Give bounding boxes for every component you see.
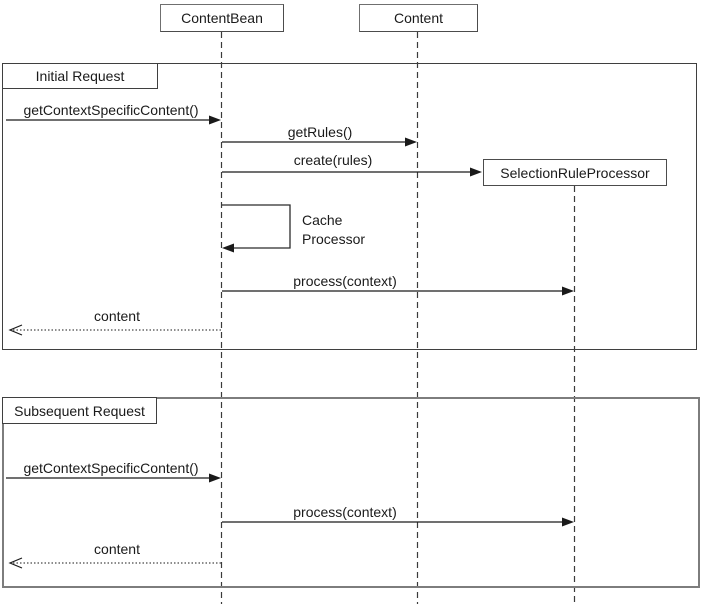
arrowhead-getcontextspecificcontent-1 xyxy=(209,115,221,125)
message-label-cache-processor: Cache Processor xyxy=(302,212,366,247)
arrowhead-process-context-1 xyxy=(562,286,574,296)
message-label-process-context-2: process(context) xyxy=(293,504,397,520)
frame-label-subsequent-request-text: Subsequent Request xyxy=(14,402,145,419)
return-arrowhead-content-2 xyxy=(8,557,23,569)
message-label-content-1: content xyxy=(94,308,140,324)
actor-label-content: Content xyxy=(393,10,444,26)
frame-label-initial-request-text: Initial Request xyxy=(35,68,125,84)
message-label-create-rules: create(rules) xyxy=(293,152,373,168)
frame-label-initial-request: Initial Request xyxy=(2,63,158,89)
actor-label-contentbean: ContentBean xyxy=(181,10,263,26)
message-label-content-2: content xyxy=(94,541,140,557)
frame-initial-request xyxy=(2,63,697,350)
actor-box-content: Content xyxy=(359,4,478,32)
actor-box-selectionruleprocessor: SelectionRuleProcessor xyxy=(483,159,667,186)
return-arrowhead-content-1 xyxy=(8,324,23,336)
actor-label-selectionruleprocessor: SelectionRuleProcessor xyxy=(500,164,650,181)
arrowhead-cache-processor xyxy=(222,243,234,253)
self-call-cache-processor xyxy=(222,204,291,249)
message-label-getrules: getRules() xyxy=(287,124,353,140)
message-label-getcontextspecificcontent-1: getContextSpecificContent() xyxy=(23,102,199,118)
actor-box-contentbean: ContentBean xyxy=(160,4,284,32)
arrowhead-create-rules xyxy=(470,167,482,177)
frame-label-subsequent-request: Subsequent Request xyxy=(2,397,157,424)
message-label-getcontextspecificcontent-2: getContextSpecificContent() xyxy=(23,460,199,476)
arrowhead-getcontextspecificcontent-2 xyxy=(209,473,221,483)
frame-subsequent-request xyxy=(2,397,700,588)
arrowhead-getrules xyxy=(405,137,417,147)
arrowhead-process-context-2 xyxy=(562,517,574,527)
message-label-process-context-1: process(context) xyxy=(293,273,397,289)
